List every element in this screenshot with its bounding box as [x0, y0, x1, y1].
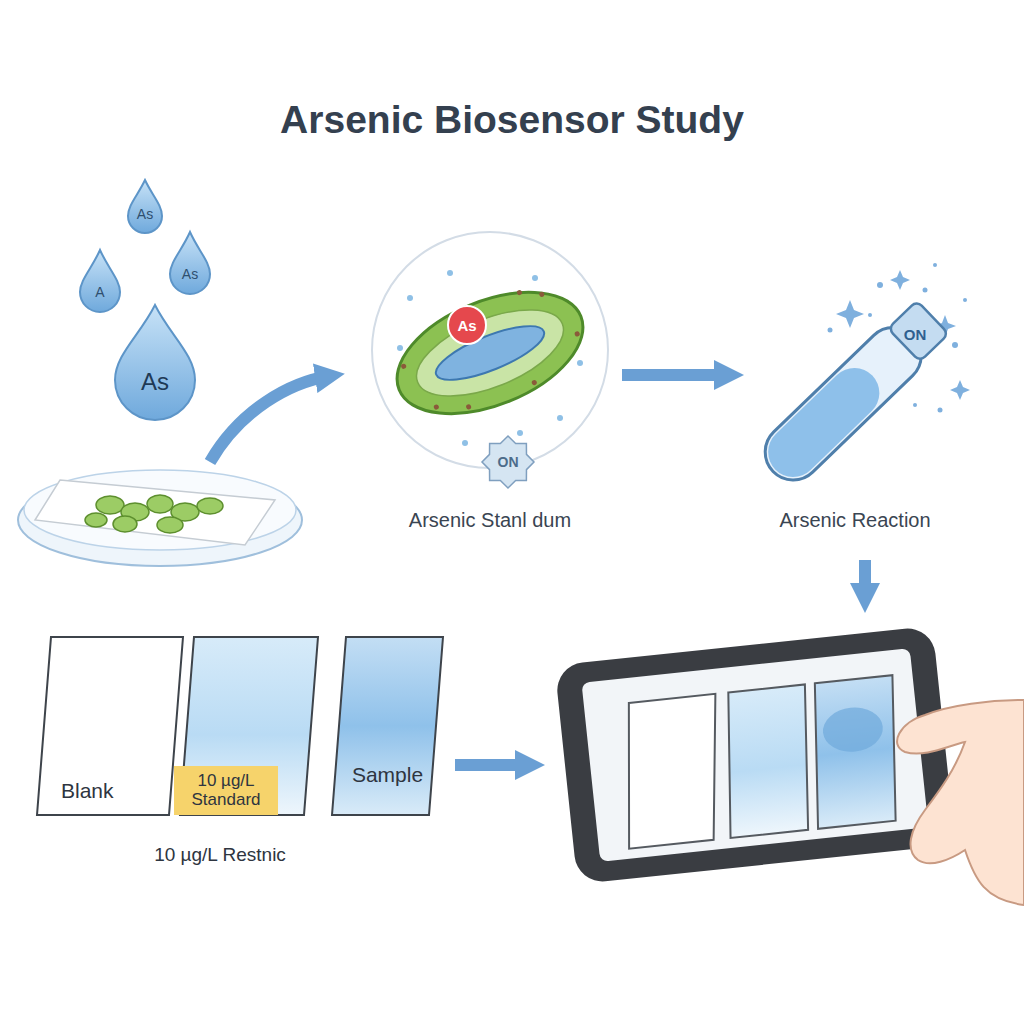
flow-arrow [210, 376, 330, 462]
sensor-cell-circle: Arsenic Stanl dum [370, 228, 610, 540]
on-badge: ON [498, 454, 519, 470]
petri-dish [18, 470, 302, 566]
title-block: Arsenic Biosensor Study [0, 98, 1024, 142]
on-cap-label: ON [904, 326, 927, 343]
arsenic-badge: As [457, 317, 476, 334]
node-label: Sample [352, 763, 423, 787]
drop-label-holder: As [137, 206, 153, 222]
arsenic-badge-holder: As [457, 317, 476, 334]
drop-label-holder: As [141, 368, 169, 396]
node-label: Arsenic Reaction [779, 509, 930, 532]
node-label: Arsenic Stanl dum [409, 509, 571, 532]
node-label: Blank [61, 779, 114, 803]
flow-arrow [455, 759, 530, 771]
drop-label: A [95, 284, 104, 300]
on-badge-holder: ON [498, 454, 519, 470]
drop-label: As [137, 206, 153, 222]
standard-tag: 10 µg/L Standard [174, 766, 278, 815]
drop-label-holder: A [95, 284, 104, 300]
hand [897, 700, 1024, 905]
flow-arrow [622, 369, 729, 381]
on-cap-label-holder: ON [904, 326, 927, 343]
test-strip-outline [330, 635, 445, 817]
note: 10 µg/L Restnic [154, 844, 286, 866]
test-strip: 10 µg/L Standard [178, 635, 320, 817]
drop-label: As [141, 368, 169, 396]
drop-label: As [182, 266, 198, 282]
test-tube: Arsenic Reaction [735, 270, 975, 540]
test-tube-outline [735, 270, 975, 540]
note-holder: 10 µg/L Restnic [154, 844, 286, 866]
water-drops [80, 180, 210, 420]
sensor-cell-circle-outline [370, 228, 610, 540]
smartphone [555, 626, 956, 885]
drop-label-holder: As [182, 266, 198, 282]
flow-arrow [859, 560, 871, 598]
test-strip: Sample [330, 635, 445, 817]
title: Arsenic Biosensor Study [280, 98, 744, 141]
test-strip: Blank [35, 635, 185, 817]
